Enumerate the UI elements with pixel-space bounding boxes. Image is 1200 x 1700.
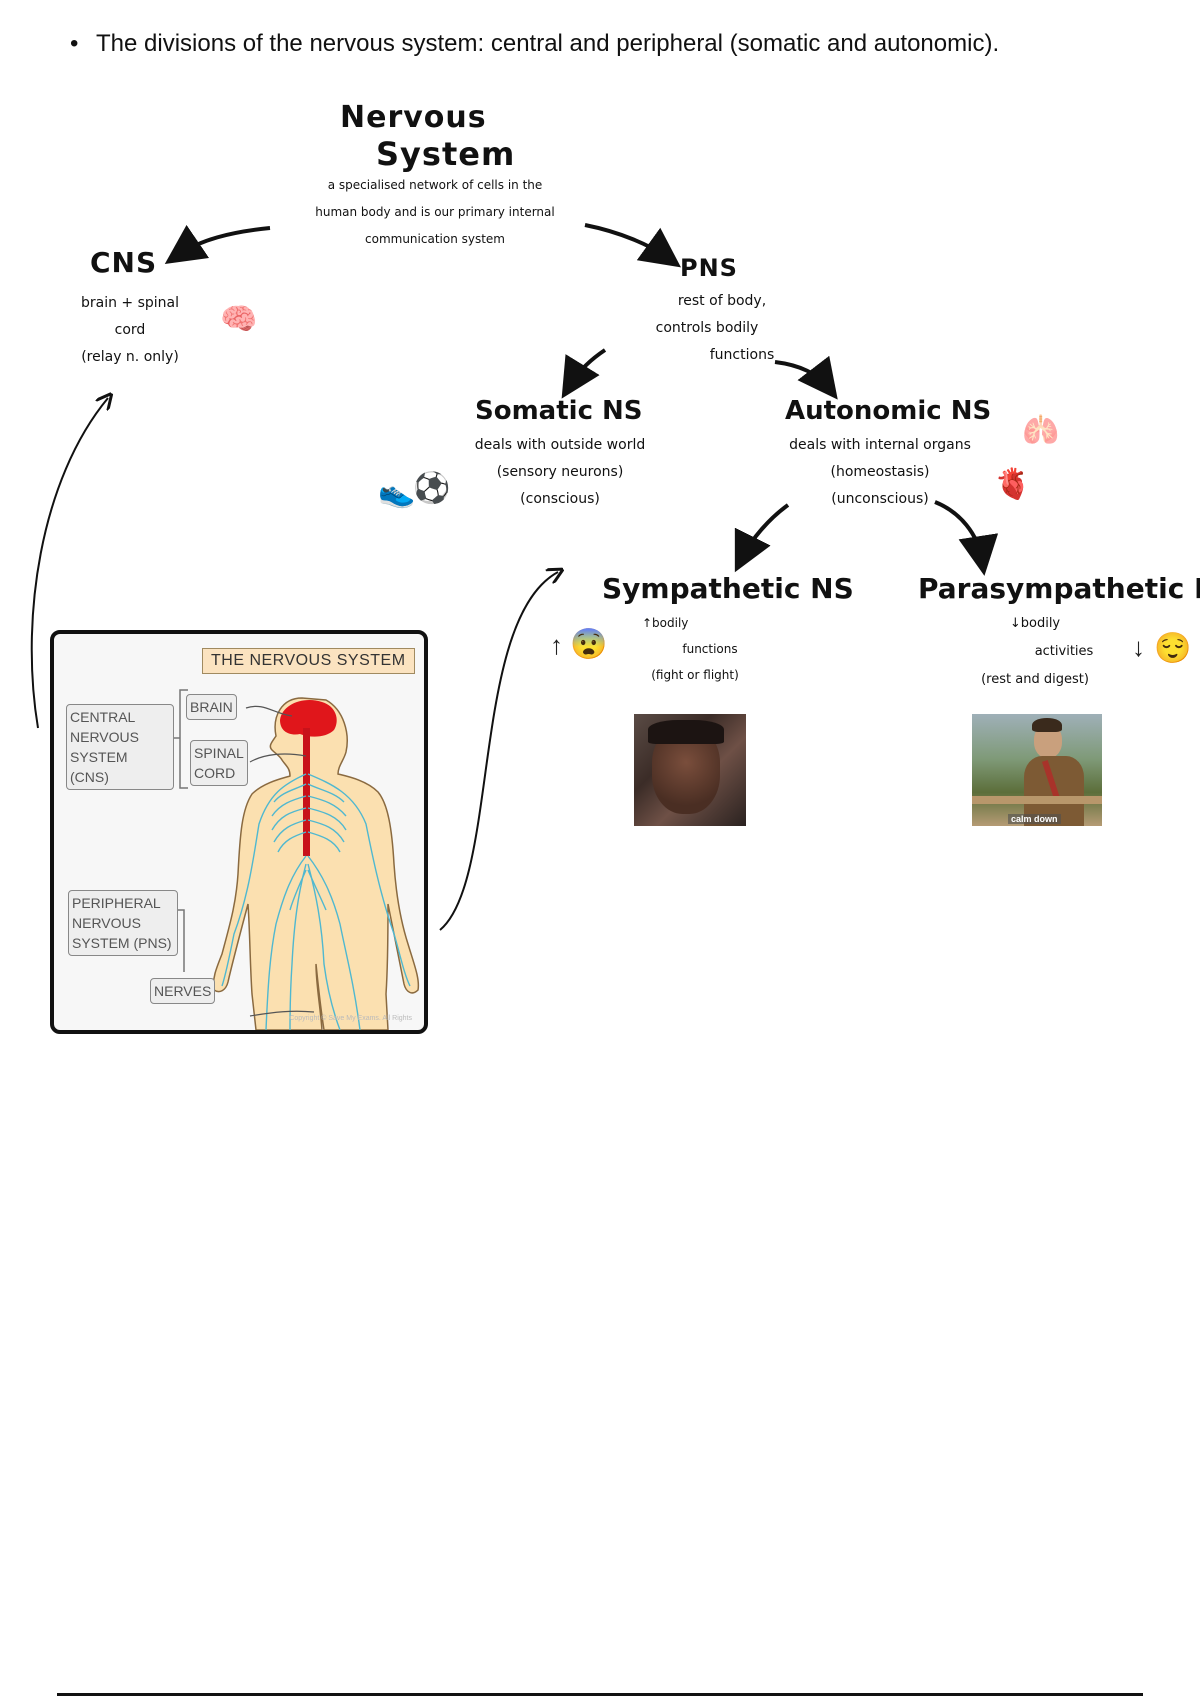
desc-line: (fight or flight) <box>651 668 739 682</box>
nerve-network <box>221 773 411 1030</box>
desc-line: (homeostasis) <box>830 464 930 480</box>
nervous-system-diagram: THE NERVOUS SYSTEM <box>50 630 428 1034</box>
desc-line: a specialised network of cells in the <box>327 178 543 192</box>
topic-heading: The divisions of the nervous system: cen… <box>96 30 1000 57</box>
photo-caption: calm down <box>1008 814 1061 824</box>
spinal-cord-shape <box>303 728 310 856</box>
label-line: PERIPHERAL <box>72 895 161 911</box>
leader-lines <box>245 705 315 1017</box>
desc-line: functions <box>709 347 775 363</box>
nervous-system-description: a specialised network of cells in the hu… <box>280 172 590 253</box>
arrow-ns-to-pns <box>584 223 681 268</box>
somatic-title: Somatic NS <box>475 396 643 426</box>
diagram-title: THE NERVOUS SYSTEM <box>202 648 415 674</box>
desc-line: communication system <box>365 232 505 246</box>
pns-label: PERIPHERAL NERVOUS SYSTEM (PNS) <box>68 890 178 956</box>
desc-line: human body and is our primary internal <box>315 205 555 219</box>
spinal-cord-label: SPINAL CORD <box>190 740 248 786</box>
nervous-system-title-line2: System <box>376 135 516 173</box>
bench-shape <box>972 796 1102 804</box>
startled-man-photo <box>634 714 746 826</box>
arrow-diagram-to-pns <box>439 572 558 931</box>
desc-line: (sensory neurons) <box>496 464 624 480</box>
copyright-text: Copyright © Save My Exams. All Rights <box>289 1015 412 1022</box>
desc-line: ↓bodily <box>1009 616 1061 631</box>
label-line: SYSTEM (CNS) <box>70 749 128 785</box>
desc-line: (unconscious) <box>831 491 929 507</box>
arrow-diagram-to-cns <box>30 398 108 729</box>
soccer-ball-icon: ⚽ <box>413 472 451 505</box>
relaxed-man-on-bench-photo: calm down <box>972 714 1102 826</box>
arrow-pns-to-somatic <box>561 348 607 399</box>
parasympathetic-description: ↓bodily activities (rest and digest) <box>950 610 1120 694</box>
hair-shape <box>1032 718 1062 732</box>
fearful-face-icon: 😨 <box>570 628 608 661</box>
desc-line: rest of body, <box>677 293 767 309</box>
desc-line: brain + spinal <box>80 295 180 311</box>
desc-line: (relay n. only) <box>81 349 179 365</box>
label-line: SPINAL <box>194 745 244 761</box>
autonomic-title: Autonomic NS <box>785 396 992 426</box>
desc-line: (conscious) <box>520 491 600 507</box>
desc-line: ↑bodily <box>642 616 689 630</box>
sneaker-icon: 👟 <box>378 476 416 509</box>
lungs-icon: 🫁 <box>1022 414 1060 447</box>
desc-line: deals with outside world <box>474 437 646 453</box>
desc-line: activities <box>1034 644 1094 659</box>
nerves-label: NERVES <box>150 978 216 1004</box>
page-bottom-rule <box>57 1693 1143 1696</box>
arrow-ns-to-cns <box>164 224 271 265</box>
desc-line: controls bodily <box>655 320 759 336</box>
topic-bullet: • The divisions of the nervous system: ce… <box>70 30 999 58</box>
desc-line: cord <box>114 322 146 338</box>
arrow-autonomic-to-parasympathetic <box>934 500 999 576</box>
node-nervous-system: Nervous System <box>340 100 515 173</box>
desc-line: (rest and digest) <box>981 672 1089 687</box>
body-silhouette <box>212 697 420 1030</box>
cns-description: brain + spinal cord (relay n. only) <box>60 290 200 371</box>
brain-icon: 🧠 <box>220 303 258 336</box>
cns-label: CENTRAL NERVOUS SYSTEM (CNS) <box>66 704 174 790</box>
bullet-marker: • <box>70 30 79 57</box>
pns-bracket <box>174 909 185 972</box>
label-line: NERVOUS <box>72 915 141 931</box>
pns-title: PNS <box>680 254 738 282</box>
nervous-system-title-line1: Nervous <box>340 100 487 135</box>
body-illustration <box>212 697 420 1030</box>
cns-title: CNS <box>90 246 158 279</box>
parasympathetic-title: Parasympathetic NS <box>918 572 1200 605</box>
arrow-autonomic-to-sympathetic <box>734 503 790 573</box>
sympathetic-title: Sympathetic NS <box>602 572 854 605</box>
label-line: CENTRAL <box>70 709 136 725</box>
anatomical-heart-icon: 🫀 <box>994 468 1032 501</box>
label-line: SYSTEM (PNS) <box>72 935 172 951</box>
desc-line: deals with internal organs <box>789 437 971 453</box>
somatic-description: deals with outside world (sensory neuron… <box>450 432 670 513</box>
autonomic-description: deals with internal organs (homeostasis)… <box>770 432 990 513</box>
brain-label: BRAIN <box>186 694 237 720</box>
relieved-face-icon: 😌 <box>1154 632 1192 665</box>
label-line: CORD <box>194 765 236 781</box>
hair-shape <box>648 720 724 744</box>
label-line: NERVOUS <box>70 729 139 745</box>
pns-description: rest of body, controls bodily functions <box>622 288 792 369</box>
increase-arrow-indicator: ↑ <box>550 630 563 660</box>
sympathetic-description: ↑bodily functions (fight or flight) <box>620 610 770 688</box>
cns-bracket <box>174 689 188 789</box>
brain-shape <box>280 700 337 737</box>
arrow-pns-to-autonomic <box>774 355 838 400</box>
decrease-arrow-indicator: ↓ <box>1132 632 1145 662</box>
desc-line: functions <box>682 642 738 656</box>
